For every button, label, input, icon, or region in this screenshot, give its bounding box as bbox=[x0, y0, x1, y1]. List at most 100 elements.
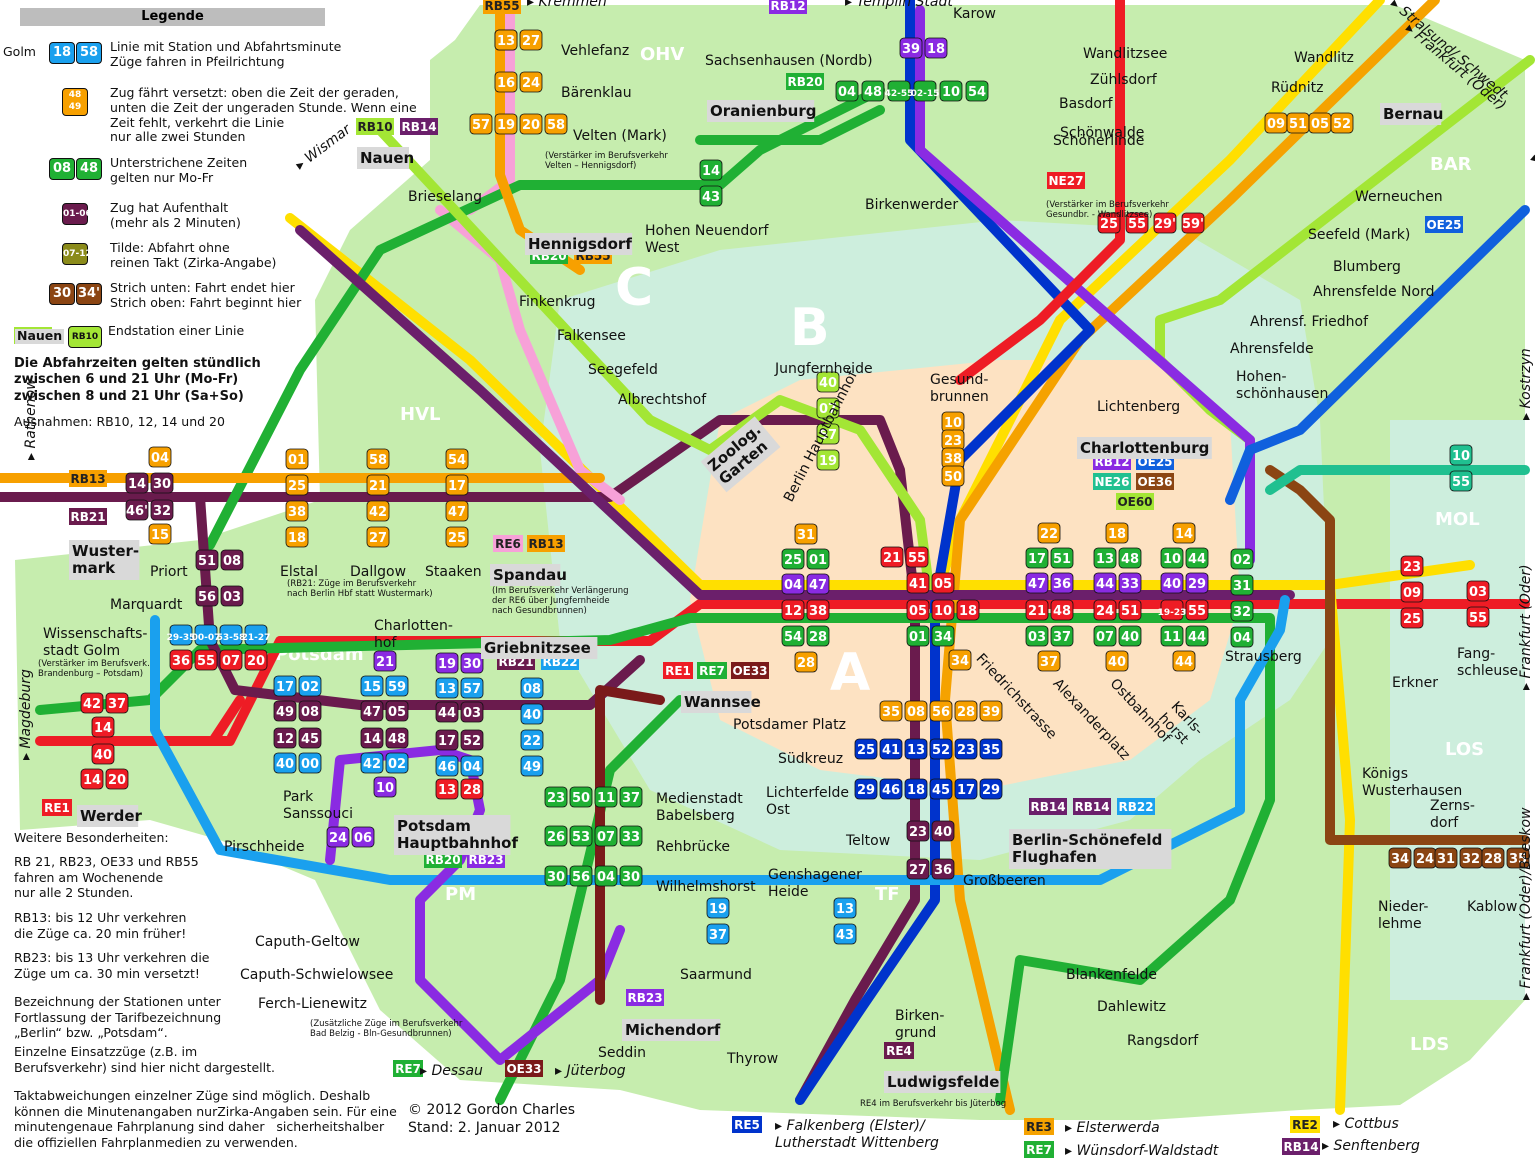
time-badge-elstal-2: 38 bbox=[286, 501, 308, 521]
time-badge-friedrichstr-2: 51 bbox=[1051, 548, 1073, 568]
svg-text:06: 06 bbox=[354, 831, 372, 846]
time-badge-charlottenhof-3: 47 bbox=[361, 701, 383, 721]
svg-text:18: 18 bbox=[959, 604, 977, 619]
svg-text:32: 32 bbox=[1462, 852, 1480, 867]
station-label-13: Seegefeld bbox=[588, 362, 658, 378]
time-badge-zoo-2: 01 bbox=[807, 549, 829, 569]
line-tag-rb22: RB22 bbox=[1117, 798, 1155, 815]
time-badge-hohenneuendorf-0: 14 bbox=[700, 160, 722, 180]
svg-text:20: 20 bbox=[522, 118, 540, 133]
svg-text:01: 01 bbox=[809, 553, 827, 568]
station-label-72: Charlottenburg bbox=[1077, 437, 1212, 459]
time-badge-wilhelmshorst-2: 04 bbox=[595, 866, 617, 886]
time-badge-golm-6: 36 bbox=[170, 650, 192, 670]
line-tag-rb21: RB21 bbox=[69, 508, 107, 525]
time-badge-golm-8: 07 bbox=[220, 650, 242, 670]
line-end-rb12-1: ▸ Templin Stadt bbox=[845, 0, 953, 10]
time-badge-suedkreuz-4: 23 bbox=[955, 739, 977, 759]
station-label-61: Nieder-lehme bbox=[1378, 899, 1428, 932]
time-badge-oranienburg-5: 02-15 bbox=[911, 81, 940, 101]
time-badge-rehbruecke-3: 33 bbox=[620, 826, 642, 846]
svg-text:24: 24 bbox=[522, 76, 540, 91]
legend-text-1: Zug fährt versetzt: oben die Zeit der ge… bbox=[110, 86, 417, 145]
time-badge-ostbf-8: 44 bbox=[1173, 651, 1195, 671]
line-tag-rb13: RB13 bbox=[69, 470, 107, 487]
time-badge-charlottenhof-1: 15 bbox=[361, 676, 383, 696]
note-item-1: RB13: bis 12 Uhr verkehren die Züge ca. … bbox=[14, 910, 186, 941]
time-badge-pdmhbf-4: 44 bbox=[436, 702, 458, 722]
time-badge-ostbf-8: 44 bbox=[1186, 626, 1208, 646]
district-label-ohv: OHV bbox=[640, 44, 684, 65]
svg-text:13: 13 bbox=[907, 743, 925, 758]
time-badge-friedrichstr-4: 36 bbox=[1051, 573, 1073, 593]
station-label-83: Wandlitz bbox=[1294, 50, 1354, 66]
svg-text:RE7: RE7 bbox=[699, 664, 725, 678]
svg-text:RE1: RE1 bbox=[665, 664, 691, 678]
svg-text:05: 05 bbox=[934, 577, 952, 592]
svg-text:37: 37 bbox=[1040, 655, 1058, 670]
svg-text:42: 42 bbox=[363, 757, 381, 772]
legend-title: Legende bbox=[20, 8, 325, 26]
time-badge-alex-1: 13 bbox=[1094, 548, 1116, 568]
svg-text:20: 20 bbox=[108, 773, 126, 788]
time-badge-elstal-0: 01 bbox=[286, 449, 308, 469]
svg-text:25: 25 bbox=[784, 553, 802, 568]
line-tag-oe33: OE33 bbox=[731, 662, 769, 679]
svg-text:10: 10 bbox=[1163, 552, 1181, 567]
station-label-17: Spandau bbox=[490, 564, 567, 586]
time-badge-erkner-0: 23 bbox=[1401, 556, 1423, 576]
station-label-25: Marquardt bbox=[110, 597, 183, 613]
legend-station-6: Nauen bbox=[15, 329, 64, 344]
time-badge-dallgow-0: 58 bbox=[367, 449, 389, 469]
svg-text:13: 13 bbox=[836, 902, 854, 917]
station-label-88: Schönerlinde bbox=[1053, 133, 1144, 149]
svg-text:36: 36 bbox=[172, 654, 190, 669]
svg-text:45: 45 bbox=[932, 783, 950, 798]
legend-station-0: Golm bbox=[3, 45, 36, 60]
svg-text:14: 14 bbox=[94, 721, 112, 736]
svg-text:14: 14 bbox=[363, 732, 381, 747]
line-tag-rb12: RB12 bbox=[769, 0, 807, 14]
time-badge-pdmhbf-2: 13 bbox=[436, 678, 458, 698]
time-badge-wustermark-0: 14 bbox=[126, 473, 148, 493]
time-badge-hbf-3: 41 bbox=[907, 573, 929, 593]
svg-text:56: 56 bbox=[932, 705, 950, 720]
svg-text:10: 10 bbox=[944, 416, 962, 431]
station-label-28: Werder bbox=[77, 805, 142, 827]
svg-text:Sachsenhausen (Nordb): Sachsenhausen (Nordb) bbox=[705, 53, 873, 69]
svg-text:Seegefeld: Seegefeld bbox=[588, 362, 658, 378]
svg-text:Rehbrücke: Rehbrücke bbox=[656, 839, 730, 855]
time-badge-gesundbrunnen-0: 10 bbox=[942, 412, 964, 432]
svg-text:25: 25 bbox=[1403, 612, 1421, 627]
svg-text:MedienstadtBabelsberg: MedienstadtBabelsberg bbox=[656, 791, 743, 824]
time-badge-pdmhbf-10: 13 bbox=[436, 779, 458, 799]
svg-text:44: 44 bbox=[438, 706, 456, 721]
svg-text:10: 10 bbox=[942, 85, 960, 100]
time-badge-saarmund-1: 37 bbox=[707, 924, 729, 944]
svg-text:NE26: NE26 bbox=[1095, 475, 1130, 489]
time-badge-genshagen-0: 13 bbox=[834, 898, 856, 918]
svg-text:27: 27 bbox=[522, 34, 540, 49]
svg-text:Spandau: Spandau bbox=[493, 566, 567, 584]
svg-text:02: 02 bbox=[1233, 553, 1251, 568]
svg-text:48: 48 bbox=[388, 732, 406, 747]
svg-text:14: 14 bbox=[128, 477, 146, 492]
svg-text:Rangsdorf: Rangsdorf bbox=[1127, 1033, 1199, 1049]
svg-text:19: 19 bbox=[497, 118, 515, 133]
svg-text:19-23: 19-23 bbox=[1158, 608, 1187, 618]
time-badge-bernau-1: 51 bbox=[1287, 113, 1309, 133]
svg-text:RB23: RB23 bbox=[468, 853, 503, 867]
svg-text:33: 33 bbox=[1121, 577, 1139, 592]
svg-text:Wandlitz: Wandlitz bbox=[1294, 50, 1354, 66]
station-label-40: Rehbrücke bbox=[656, 839, 730, 855]
svg-text:18: 18 bbox=[1108, 527, 1126, 542]
svg-text:Wannsee: Wannsee bbox=[684, 693, 761, 711]
svg-text:Velten (Mark): Velten (Mark) bbox=[573, 128, 667, 144]
time-badge-oranienburg-6: 10 bbox=[940, 81, 962, 101]
svg-text:40: 40 bbox=[934, 825, 952, 840]
note-item-3: Bezeichnung der Stationen unter Fortlass… bbox=[14, 994, 221, 1041]
svg-text:Rüdnitz: Rüdnitz bbox=[1271, 80, 1323, 96]
svg-text:Oranienburg: Oranienburg bbox=[710, 102, 817, 120]
svg-text:50: 50 bbox=[944, 470, 962, 485]
svg-text:▸ Jüterbog: ▸ Jüterbog bbox=[555, 1063, 626, 1079]
